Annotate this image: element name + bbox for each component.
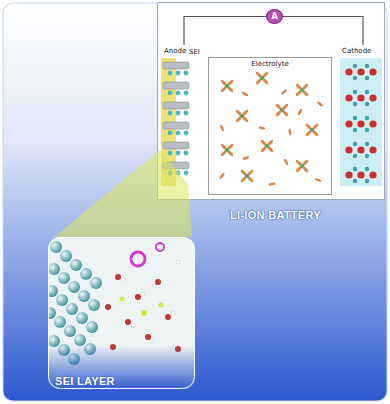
part-label: Cathode bbox=[340, 45, 386, 56]
panel-ground bbox=[3, 3, 387, 401]
ammeter-circle: A bbox=[266, 9, 283, 24]
part-label: A bbox=[267, 10, 282, 23]
electrolyte-box: Electrolyte bbox=[208, 57, 332, 195]
circuit-wire bbox=[283, 17, 363, 46]
part-label: SEI bbox=[189, 48, 200, 57]
anode-drawing bbox=[161, 58, 189, 186]
electrolyte-molecules bbox=[219, 71, 324, 186]
sei-inset: SEI LAYER bbox=[48, 237, 195, 389]
panel-title: LI-ION BATTERY bbox=[230, 209, 321, 222]
battery-ground bbox=[157, 2, 385, 200]
cathode-drawing bbox=[340, 58, 382, 186]
zoom-wedge bbox=[54, 150, 192, 237]
battery-frame: LI-ION BATTERYAAnodeElectrolyteCathode bbox=[157, 2, 385, 200]
anode-region: Anode bbox=[162, 45, 206, 191]
cathode-region: Cathode bbox=[340, 45, 386, 191]
circuit-wire bbox=[184, 17, 266, 46]
part-label: Electrolyte bbox=[209, 58, 331, 69]
panel-title: SEI LAYER bbox=[55, 375, 115, 388]
sei-picture bbox=[44, 237, 195, 389]
